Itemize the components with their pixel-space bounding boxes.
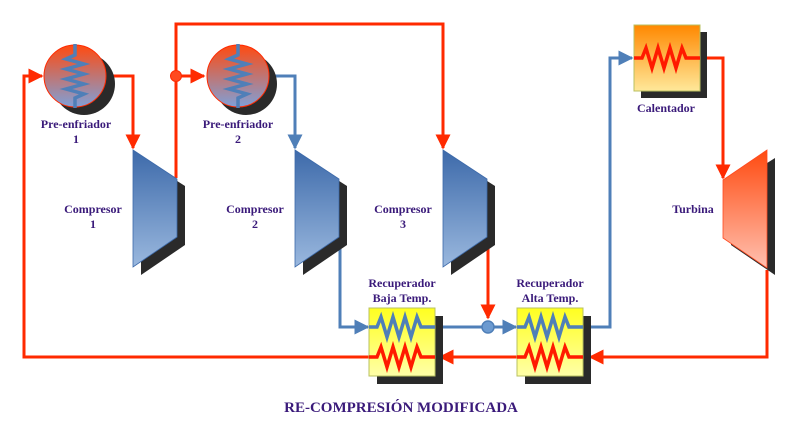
recuperator-low-temp[interactable] [368,307,443,384]
hot-coil-icon [517,340,583,374]
compressor-3-body [442,149,488,268]
compressor-1[interactable] [132,149,185,275]
recuperator-high-temp-label: Recuperador [516,276,584,290]
turbine-body [722,149,768,269]
precooler-1[interactable] [43,44,115,115]
compressor-2-body [294,149,340,268]
precooler-2-number: 2 [235,132,241,146]
recuperator-low-temp-sublabel: Baja Temp. [373,291,432,305]
hot-coil-icon [369,340,435,374]
turbine-label: Turbina [672,202,714,216]
pipe-precooler1-to-compressor1 [107,74,141,150]
recuperator-high-temp[interactable] [516,307,591,384]
compressor-2-label: Compresor [226,202,284,216]
compressor-1-label: Compresor [64,202,122,216]
heating-coil-icon [634,41,700,75]
mixer-node [481,320,495,334]
compressor-2[interactable] [294,149,347,275]
pipe-precooler2-to-compressor2 [270,74,303,150]
precooler-1-label: Pre-enfriador [41,117,112,131]
pipe-recup-low-to-precooler1 [22,68,378,359]
heater[interactable] [633,24,707,98]
recuperator-low-temp-label: Recuperador [368,276,436,290]
precooler-1-number: 1 [73,132,79,146]
coil-icon [59,44,91,108]
compressor-1-number: 1 [90,217,96,231]
pipe-turbine-to-recup-high [588,270,769,365]
pipe-split-to-compressor3 [174,22,451,150]
coil-icon [222,44,254,108]
diagram-title: RE-COMPRESIÓN MODIFICADA [284,399,518,416]
compressor-3[interactable] [442,149,495,275]
cold-coil-icon [517,310,583,344]
compressor-3-label: Compresor [374,202,432,216]
precooler-2[interactable] [206,44,277,115]
pipe-compressor2-to-recup-low [338,245,370,335]
compressor-2-number: 2 [252,217,258,231]
compressor-1-body [132,149,178,268]
split-node [170,70,182,82]
cold-coil-icon [369,310,435,344]
pipe-recup-high-to-heater [578,50,634,329]
heater-label: Calentador [637,101,696,115]
recuperator-high-temp-sublabel: Alta Temp. [522,291,579,305]
compressor-3-number: 3 [400,217,406,231]
precooler-2-label: Pre-enfriador [203,117,274,131]
turbine[interactable] [722,149,775,275]
